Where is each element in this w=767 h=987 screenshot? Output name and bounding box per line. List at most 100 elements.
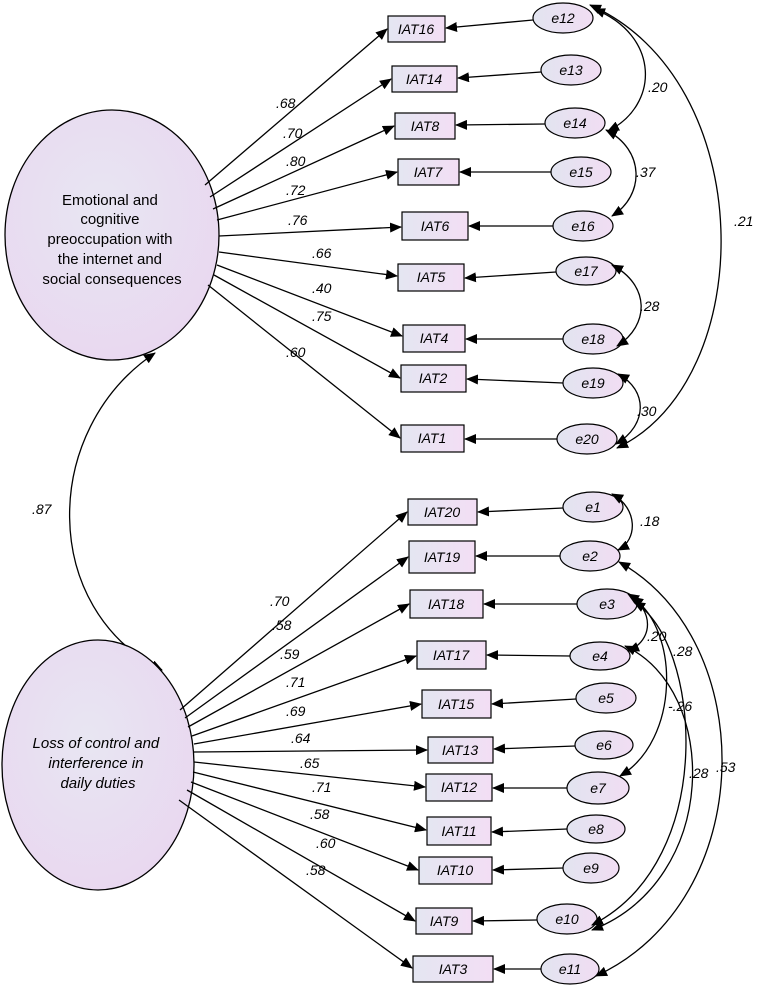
loading-label-iat17: .71: [286, 674, 305, 690]
item-label-iat20: IAT20: [424, 504, 461, 520]
loading-path-iat6: [218, 222, 402, 237]
loading-path-iat17: [191, 654, 417, 737]
error-label-e16: e16: [571, 218, 595, 234]
item-box-iat13: [427, 736, 494, 764]
cov-e12-e20: [589, 4, 722, 449]
loading-label-iat8: .80: [286, 153, 306, 169]
loading-path-iat18: [187, 603, 410, 728]
loading-label-iat6: .76: [288, 212, 308, 228]
error-label-e17: e17: [574, 263, 599, 279]
latent-factor-1: [4, 109, 220, 361]
loading-path-iat2: [213, 274, 401, 379]
item-box-iat15: [421, 689, 492, 719]
item-box-iat19: [408, 540, 476, 574]
item-box-iat2: [400, 364, 467, 393]
factor-correlation-label: .87: [32, 501, 53, 517]
item-label-iat12: IAT12: [441, 779, 478, 795]
item-box-iat14: [391, 65, 458, 93]
cov-e1-e2: [611, 493, 633, 551]
loading-label-iat15: .69: [286, 703, 306, 719]
loading-label-iat20: .70: [270, 593, 290, 609]
error-path-e12: [445, 19, 534, 32]
error-label-e9: e9: [583, 860, 599, 876]
item-label-iat13: IAT13: [442, 742, 479, 758]
loading-label-iat10: .58: [310, 806, 330, 822]
loading-path-iat19: [184, 556, 409, 719]
item-label-iat11: IAT11: [441, 823, 476, 839]
item-box-iat9: [415, 907, 473, 935]
item-box-iat4: [402, 324, 466, 353]
error-label-e3: e3: [599, 596, 615, 612]
loading-label-iat11: .71: [312, 779, 331, 795]
item-label-iat15: IAT15: [438, 696, 475, 712]
item-label-iat2: IAT2: [419, 370, 448, 386]
item-label-iat10: IAT10: [437, 862, 474, 878]
error-label-e1: e1: [585, 499, 601, 515]
item-label-iat17: IAT17: [433, 647, 471, 663]
error-path-e10: [472, 915, 538, 926]
loading-label-iat7: .72: [286, 182, 306, 198]
item-label-iat14: IAT14: [406, 71, 443, 87]
cov-label-e3-e7: .28: [673, 643, 693, 659]
item-label-iat9: IAT9: [430, 913, 459, 929]
loading-path-iat7: [216, 170, 398, 221]
loading-label-iat12: .65: [300, 755, 320, 771]
loading-path-iat13: [193, 745, 428, 756]
loading-path-iat15: [193, 700, 422, 745]
item-label-iat7: IAT7: [414, 164, 444, 180]
cov-label-e3-e10: .28: [689, 765, 709, 781]
error-label-e6: e6: [596, 737, 612, 753]
loading-label-iat2: .75: [312, 308, 332, 324]
item-label-iat18: IAT18: [428, 596, 465, 612]
error-label-e18: e18: [581, 331, 605, 347]
loading-label-iat14: .70: [283, 125, 303, 141]
item-box-iat5: [397, 263, 465, 292]
latent-factor-1-label: Emotional and cognitive preoccupation wi…: [42, 192, 181, 288]
item-label-iat16: IAT16: [398, 21, 435, 37]
error-path-e1: [477, 506, 564, 517]
loading-label-iat19: .58: [272, 617, 292, 633]
loading-path-iat20: [179, 511, 408, 711]
item-label-iat19: IAT19: [424, 549, 461, 565]
loading-label-iat18: .59: [280, 646, 300, 662]
cov-label-e4-e10: -.26: [668, 698, 692, 714]
latent-factor-2: [1, 639, 195, 891]
item-box-iat12: [425, 773, 493, 802]
error-label-e13: e13: [559, 62, 583, 78]
item-box-iat7: [397, 158, 460, 186]
item-box-iat16: [387, 15, 446, 43]
error-path-e8: [491, 826, 568, 837]
error-path-e5: [491, 698, 577, 709]
error-label-e19: e19: [581, 375, 605, 391]
cov-label-e1-e2: .18: [640, 513, 660, 529]
loading-label-iat5: .66: [312, 245, 332, 261]
loading-path-iat11: [192, 771, 427, 833]
error-label-e20: e20: [575, 431, 599, 447]
loading-label-iat9: .60: [316, 835, 336, 851]
latent-factor-2-label: Loss of control and interference in dail…: [33, 735, 164, 792]
error-path-e9: [492, 864, 564, 875]
item-label-iat8: IAT8: [411, 118, 440, 134]
loading-label-iat13: .64: [291, 730, 311, 746]
cov-e17-e18: [611, 264, 642, 347]
error-path-e4: [486, 650, 571, 661]
error-label-e5: e5: [598, 690, 614, 706]
cov-e2-e11: [595, 561, 723, 977]
item-box-iat10: [418, 856, 493, 885]
cov-label-e19-e20: .30: [637, 403, 657, 419]
item-box-iat20: [407, 498, 478, 526]
error-path-e13: [457, 71, 542, 83]
factor-correlation-arc: [68, 352, 163, 671]
item-box-iat6: [401, 211, 469, 241]
item-box-iat17: [416, 640, 487, 670]
error-path-e6: [493, 743, 576, 754]
loading-label-iat16: .68: [276, 95, 296, 111]
item-label-iat1: IAT1: [418, 430, 447, 446]
cov-e12-e14: [593, 8, 647, 132]
item-label-iat5: IAT5: [417, 269, 446, 285]
error-label-e10: e10: [555, 911, 579, 927]
cov-label-e12-e20: .21: [734, 213, 753, 229]
error-path-e14: [455, 119, 546, 130]
loading-path-iat9: [186, 789, 416, 922]
error-label-e8: e8: [588, 821, 604, 837]
